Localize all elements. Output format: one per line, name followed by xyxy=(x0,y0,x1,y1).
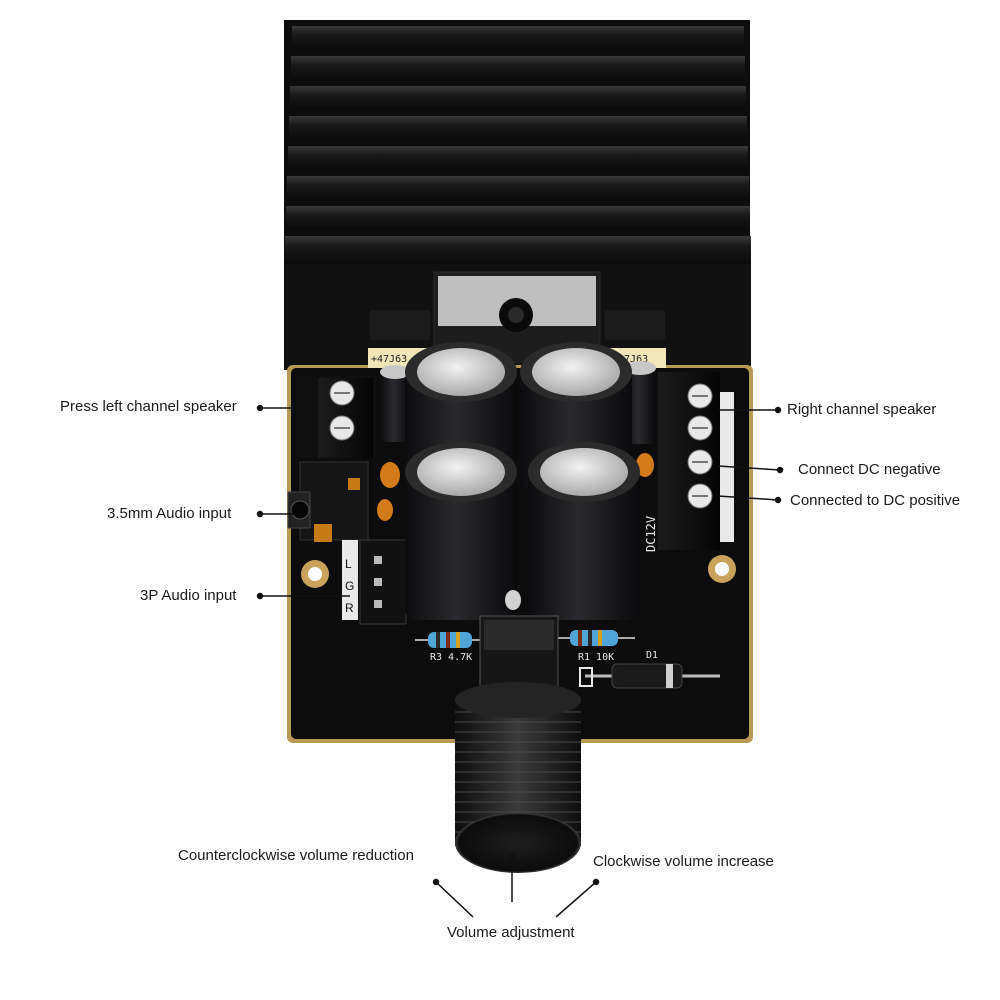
callout-dc-positive: Connected to DC positive xyxy=(790,492,961,509)
left-speaker-terminal xyxy=(296,376,376,458)
callout-audio-35mm: 3.5mm Audio input xyxy=(107,505,232,522)
filter-capacitor xyxy=(528,442,640,620)
heatsink-fin xyxy=(292,26,744,50)
callout-ccw: Counterclockwise volume reduction xyxy=(178,847,414,864)
ceramic-capacitor xyxy=(377,499,393,521)
led xyxy=(505,590,521,610)
ceramic-capacitor xyxy=(636,453,654,477)
resistor-r1 xyxy=(555,630,635,646)
pin-label-r: R xyxy=(345,601,354,615)
ceramic-capacitor xyxy=(380,462,400,488)
callout-left-speaker: Press left channel speaker xyxy=(60,398,237,415)
right-terminal-block xyxy=(658,372,734,550)
r3-marking: R3 4.7K xyxy=(430,652,472,663)
diode-d1 xyxy=(579,663,720,689)
callout-right-speaker: Right channel speaker xyxy=(787,401,937,418)
dc12v-marking: DC12V xyxy=(644,516,658,552)
heatsink-fin xyxy=(290,86,746,111)
mounting-hole xyxy=(301,560,329,588)
pin-label-g: G xyxy=(345,579,354,593)
heatsink-fin xyxy=(291,56,745,81)
diode-marking: D1 xyxy=(646,650,658,661)
audio-header-3p: L G R xyxy=(342,539,407,625)
heatsink-fin xyxy=(286,206,750,231)
volume-knob xyxy=(455,682,581,873)
pin-label-l: L xyxy=(345,557,352,571)
cap-marking-right: +47J63 xyxy=(612,354,648,365)
heatsink-fin xyxy=(285,236,751,264)
mounting-hole xyxy=(708,555,736,583)
callout-dc-negative: Connect DC negative xyxy=(798,461,941,478)
callout-volume: Volume adjustment xyxy=(447,924,575,941)
callout-pointers xyxy=(256,404,784,918)
callout-cw: Clockwise volume increase xyxy=(593,853,774,870)
r1-marking: R1 10K xyxy=(578,652,614,663)
resistor-r3 xyxy=(415,632,490,648)
filter-capacitor xyxy=(405,442,517,620)
heatsink-fin xyxy=(288,146,748,171)
small-electrolytic xyxy=(380,365,410,442)
heatsink-fin xyxy=(289,116,747,141)
audio-jack-35mm xyxy=(287,461,369,542)
callout-audio-3p: 3P Audio input xyxy=(140,587,237,604)
heatsink-fin xyxy=(287,176,749,201)
cap-marking-left: +47J63 xyxy=(371,354,407,365)
